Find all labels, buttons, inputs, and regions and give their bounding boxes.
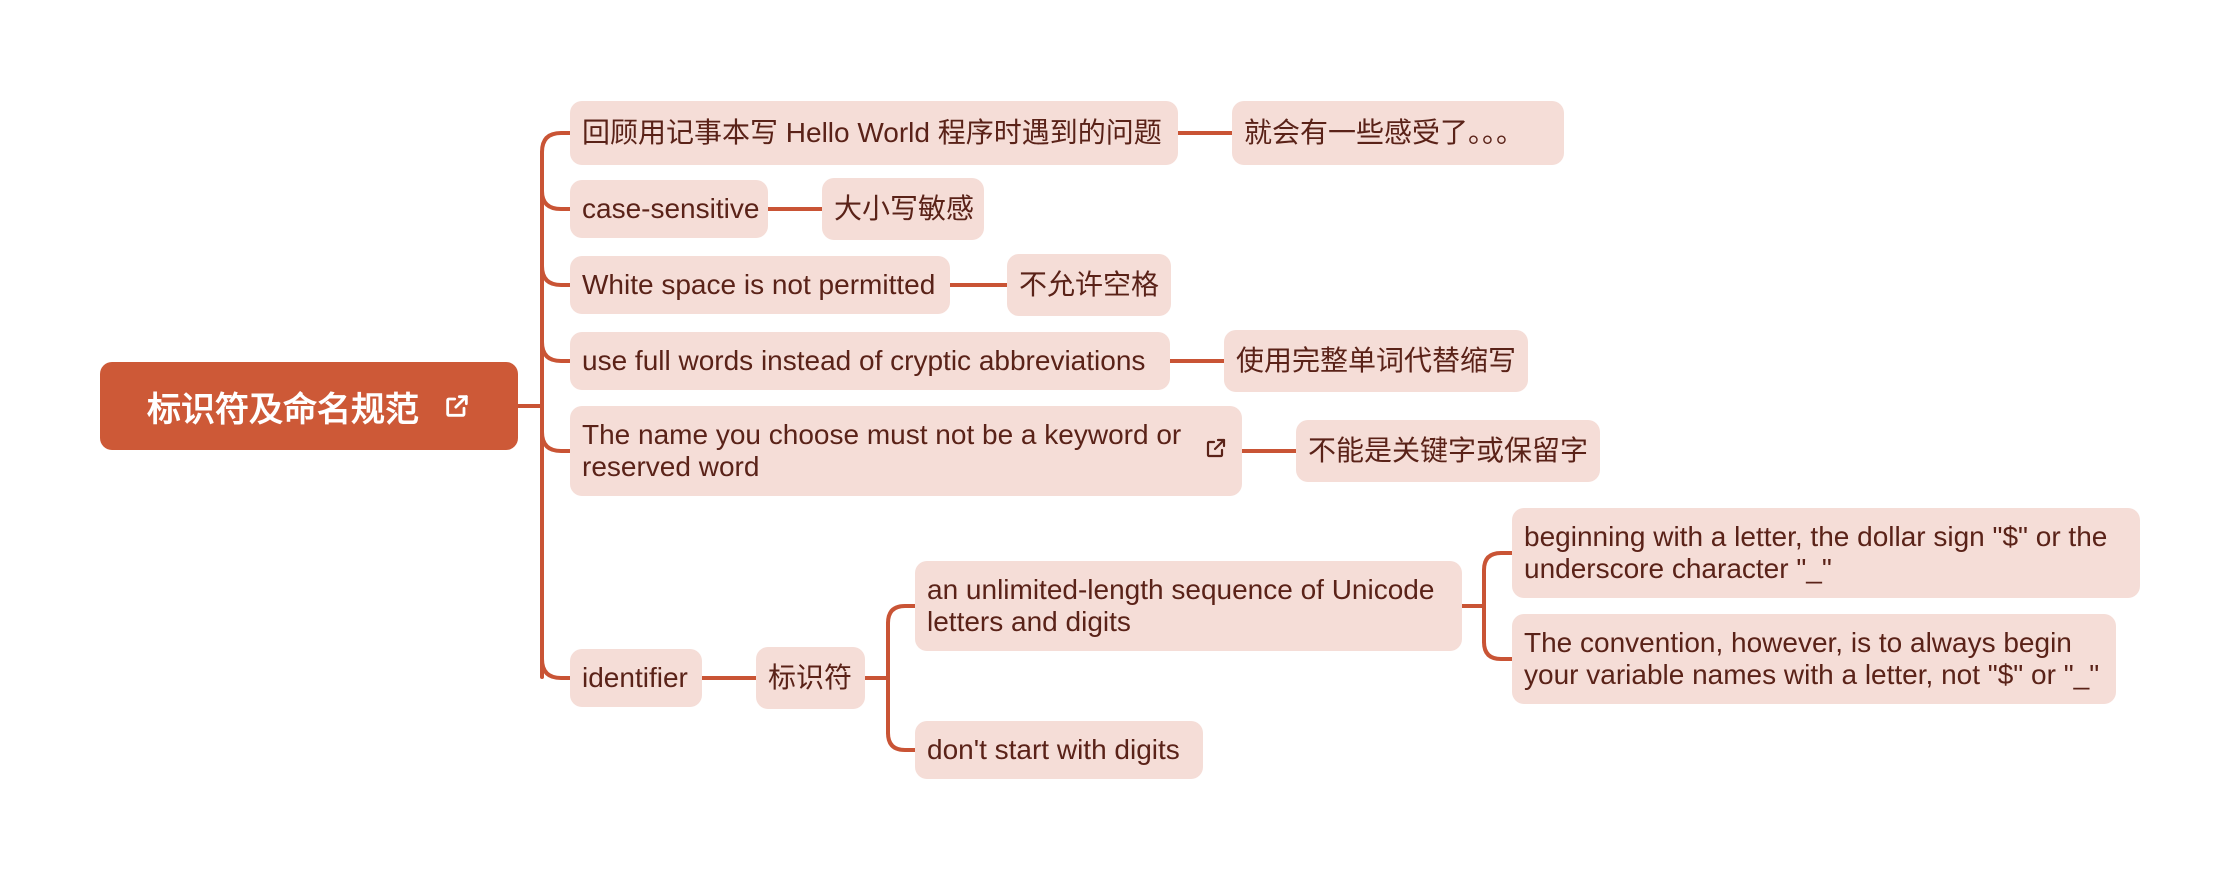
rule-unicode-sequence[interactable]: an unlimited-length sequence of Unicode … <box>915 561 1462 651</box>
topic-label: identifier <box>582 662 688 693</box>
topic-full-words[interactable]: use full words instead of cryptic abbrev… <box>570 332 1170 390</box>
detail-naming-convention[interactable]: The convention, however, is to always be… <box>1512 614 2116 704</box>
rule-label: don't start with digits <box>927 734 1180 765</box>
root-topic-label: 标识符及命名规范 <box>147 390 419 429</box>
detail-label: beginning with a letter, the dollar sign… <box>1524 521 2108 584</box>
topic-no-white-space[interactable]: White space is not permitted <box>570 256 950 314</box>
detail-label: The convention, however, is to always be… <box>1524 627 2100 690</box>
subtopic-feelings[interactable]: 就会有一些感受了。。。 <box>1232 101 1564 165</box>
topic-case-sensitive[interactable]: case-sensitive <box>570 180 768 238</box>
subtopic-label: 标识符 <box>768 662 853 693</box>
subtopic-no-white-space-zh[interactable]: 不允许空格 <box>1007 254 1171 316</box>
subtopic-full-words-zh[interactable]: 使用完整单词代替缩写 <box>1224 330 1528 392</box>
rule-no-leading-digits[interactable]: don't start with digits <box>915 721 1203 779</box>
subtopic-label: 不能是关键字或保留字 <box>1308 435 1589 466</box>
subtopic-label: 使用完整单词代替缩写 <box>1236 345 1517 376</box>
subtopic-identifier-zh[interactable]: 标识符 <box>756 647 865 709</box>
topic-identifier[interactable]: identifier <box>570 649 702 707</box>
external-link-icon[interactable] <box>1204 436 1228 460</box>
subtopic-not-keyword-zh[interactable]: 不能是关键字或保留字 <box>1296 420 1600 482</box>
subtopic-case-sensitive-zh[interactable]: 大小写敏感 <box>822 178 984 240</box>
root-topic[interactable]: 标识符及命名规范 <box>100 362 518 450</box>
topic-notepad-hello-world[interactable]: 回顾用记事本写 Hello World 程序时遇到的问题 <box>570 101 1178 165</box>
topic-not-keyword[interactable]: The name you choose must not be a keywor… <box>570 406 1242 496</box>
topic-label: White space is not permitted <box>582 269 936 300</box>
subtopic-label: 就会有一些感受了。。。 <box>1244 117 1525 148</box>
topic-label: 回顾用记事本写 Hello World 程序时遇到的问题 <box>582 117 1162 148</box>
topic-label: use full words instead of cryptic abbrev… <box>582 345 1146 376</box>
external-link-icon[interactable] <box>443 392 471 420</box>
topic-label: case-sensitive <box>582 193 760 224</box>
rule-label: an unlimited-length sequence of Unicode … <box>927 574 1435 637</box>
detail-first-character[interactable]: beginning with a letter, the dollar sign… <box>1512 508 2140 598</box>
topic-label: The name you choose must not be a keywor… <box>582 419 1182 482</box>
subtopic-label: 不允许空格 <box>1019 269 1160 300</box>
subtopic-label: 大小写敏感 <box>834 193 975 224</box>
